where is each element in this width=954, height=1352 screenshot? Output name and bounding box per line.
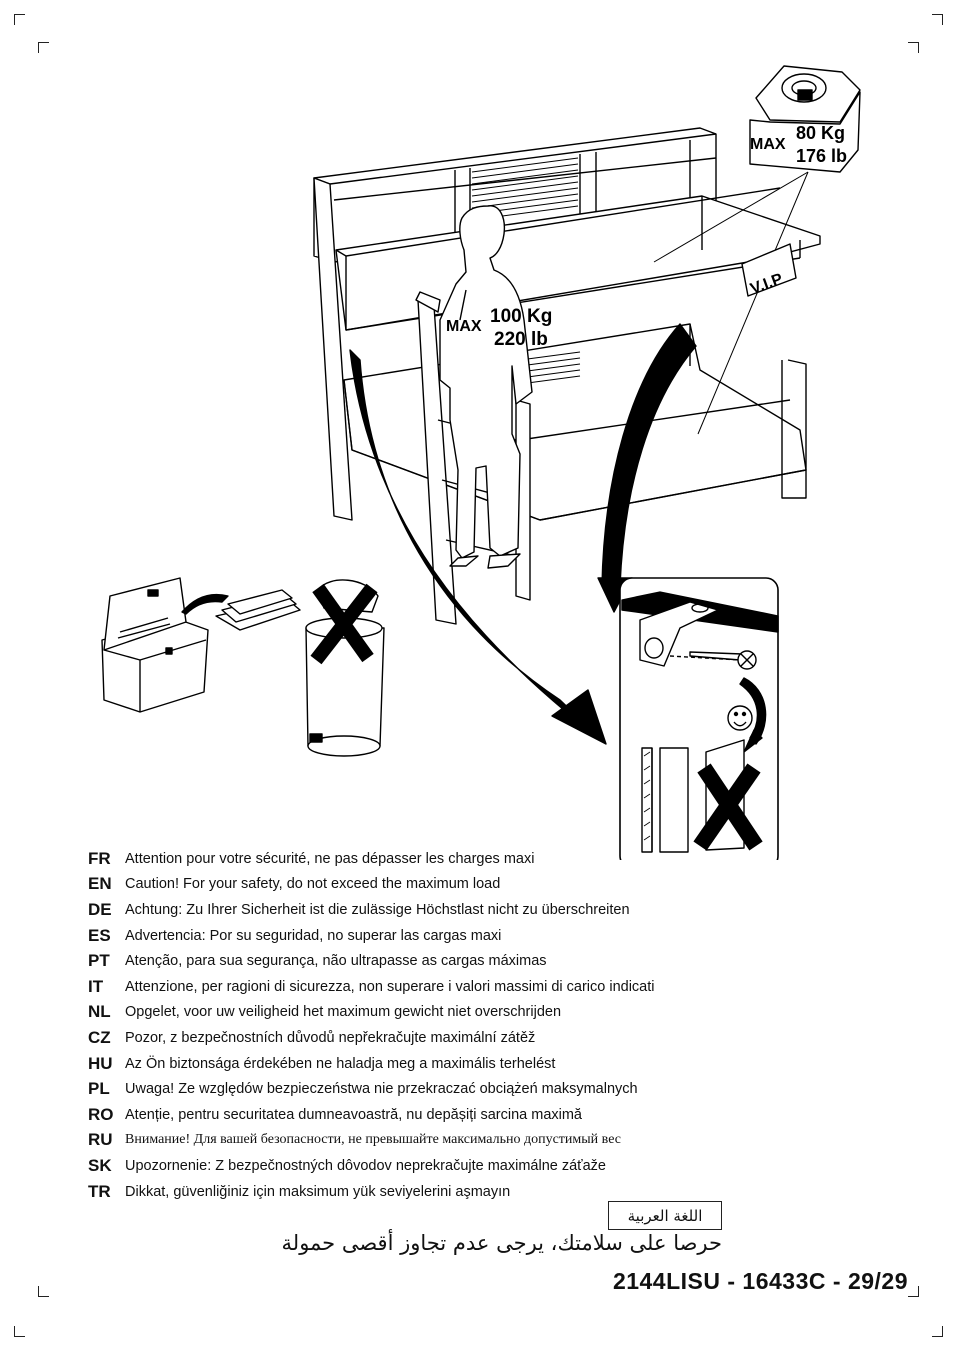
- warning-row-fr: FR Attention pour votre sécurité, ne pas …: [88, 846, 788, 872]
- warning-text: Advertencia: Por su seguridad, no supera…: [125, 927, 502, 944]
- language-code: RU: [88, 1130, 113, 1150]
- language-code: RO: [88, 1104, 114, 1124]
- crop-mark-bottom-left-outer: [14, 1326, 25, 1337]
- left-arrow-head: [551, 689, 607, 745]
- bunk-bed-illustration: MAX 80 Kg 176 lb MAX 100 Kg 220 lb V.I.P: [101, 65, 861, 860]
- language-code: ES: [88, 925, 111, 945]
- person-max-label: MAX: [446, 318, 482, 335]
- warning-row-es: ES Advertencia: Por su seguridad, no supe…: [88, 923, 788, 949]
- warning-text: Pozor, z bezpečnostních důvodů nepřekrač…: [125, 1029, 536, 1046]
- warning-text: Dikkat, güvenliğiniz için maksimum yük s…: [125, 1183, 511, 1200]
- warning-row-cz: CZ Pozor, z bezpečnostních důvodů nepřekr…: [88, 1025, 788, 1051]
- language-code: PT: [88, 951, 110, 971]
- shelf-max-label: MAX: [750, 136, 786, 153]
- warning-text: Achtung: Zu Ihrer Sicherheit ist die zul…: [125, 901, 630, 918]
- language-code: HU: [88, 1053, 113, 1073]
- warning-row-ru: RU Внимание! Для вашей безопасности, не п…: [88, 1128, 788, 1154]
- warning-text: Attenzione, per ragioni di sicurezza, no…: [125, 978, 655, 995]
- lower-bunk: [343, 323, 807, 521]
- warning-row-sk: SK Upozornenie: Z bezpečnostných dôvodov …: [88, 1153, 788, 1179]
- warning-text: Uwaga! Ze względów bezpieczeństwa nie pr…: [125, 1081, 638, 1098]
- warning-row-de: DE Achtung: Zu Ihrer Sicherheit ist die z…: [88, 897, 788, 923]
- crop-mark-bottom-right-outer: [932, 1326, 943, 1337]
- prohibited-x-icon: [310, 583, 378, 665]
- warning-text: Az Ön biztonsága érdekében ne haladja me…: [125, 1055, 556, 1072]
- shelf-kg-label: 80 Kg: [796, 123, 845, 143]
- language-code: IT: [88, 976, 104, 996]
- crop-mark-top-right-inner: [908, 42, 919, 53]
- warning-text: Atenção, para sua segurança, não ultrapa…: [125, 953, 547, 970]
- warning-text: Upozornenie: Z bezpečnostných dôvodov ne…: [125, 1157, 606, 1174]
- smiley-icon: [727, 705, 753, 731]
- warning-row-pt: PT Atenção, para sua segurança, não ultra…: [88, 948, 788, 974]
- crop-mark-top-left-outer: [14, 14, 25, 25]
- language-code: EN: [88, 874, 112, 894]
- documents: [215, 589, 301, 631]
- crop-mark-top-right-outer: [932, 14, 943, 25]
- language-code: DE: [88, 899, 112, 919]
- crop-mark-bottom-right-inner: [908, 1286, 919, 1297]
- language-code: SK: [88, 1155, 112, 1175]
- warning-row-ro: RO Atenție, pentru securitatea dumneavoas…: [88, 1102, 788, 1128]
- warning-text: Caution! For your safety, do not exceed …: [125, 876, 501, 893]
- reference-code: 2144LISU - 16433C - 29/29: [612, 1268, 908, 1294]
- person: [415, 205, 533, 569]
- detail-panel: [619, 577, 779, 860]
- crop-mark-bottom-left-inner: [38, 1286, 49, 1297]
- language-code: CZ: [88, 1027, 111, 1047]
- warning-text: Opgelet, voor uw veiligheid het maximum …: [125, 1004, 562, 1021]
- language-code: TR: [88, 1181, 111, 1201]
- warning-row-pl: PL Uwaga! Ze względów bezpieczeństwa nie …: [88, 1076, 788, 1102]
- warning-list: FR Attention pour votre sécurité, ne pas …: [88, 846, 788, 1204]
- trash-bin: [305, 579, 385, 757]
- warning-text: Внимание! Для вашей безопасности, не пре…: [125, 1132, 621, 1148]
- warning-text: Atenție, pentru securitatea dumneavoastr…: [125, 1106, 582, 1123]
- warning-row-it: IT Attenzione, per ragioni di sicurezza, …: [88, 974, 788, 1000]
- language-code: NL: [88, 1002, 111, 1022]
- warning-text: Attention pour votre sécurité, ne pas dé…: [125, 850, 535, 867]
- weight-icon: [749, 65, 861, 173]
- language-code: PL: [88, 1079, 110, 1099]
- left-post: [313, 177, 353, 521]
- language-code: FR: [88, 848, 111, 868]
- crop-mark-top-left-inner: [38, 42, 49, 53]
- warning-row-hu: HU Az Ön biztonsága érdekében ne haladja …: [88, 1051, 788, 1077]
- prohibited-x-icon-small: [693, 763, 763, 851]
- warning-row-tr: TR Dikkat, güvenliğiniz için maksimum yük…: [88, 1179, 788, 1205]
- shelf-lb-label: 176 lb: [796, 146, 847, 166]
- vip-badge-icon: [741, 243, 797, 297]
- person-lb-label: 220 lb: [494, 329, 548, 350]
- warning-row-en: EN Caution! For your safety, do not excee…: [88, 872, 788, 898]
- arabic-language-label: اللغة العربية: [608, 1201, 722, 1230]
- warning-row-nl: NL Opgelet, voor uw veiligheid het maximu…: [88, 1000, 788, 1026]
- arabic-warning-text: حرصا على سلامتك، يرجى عدم تجاوز أقصى حمو…: [281, 1231, 722, 1255]
- person-kg-label: 100 Kg: [490, 306, 552, 327]
- storage-box: [101, 577, 209, 713]
